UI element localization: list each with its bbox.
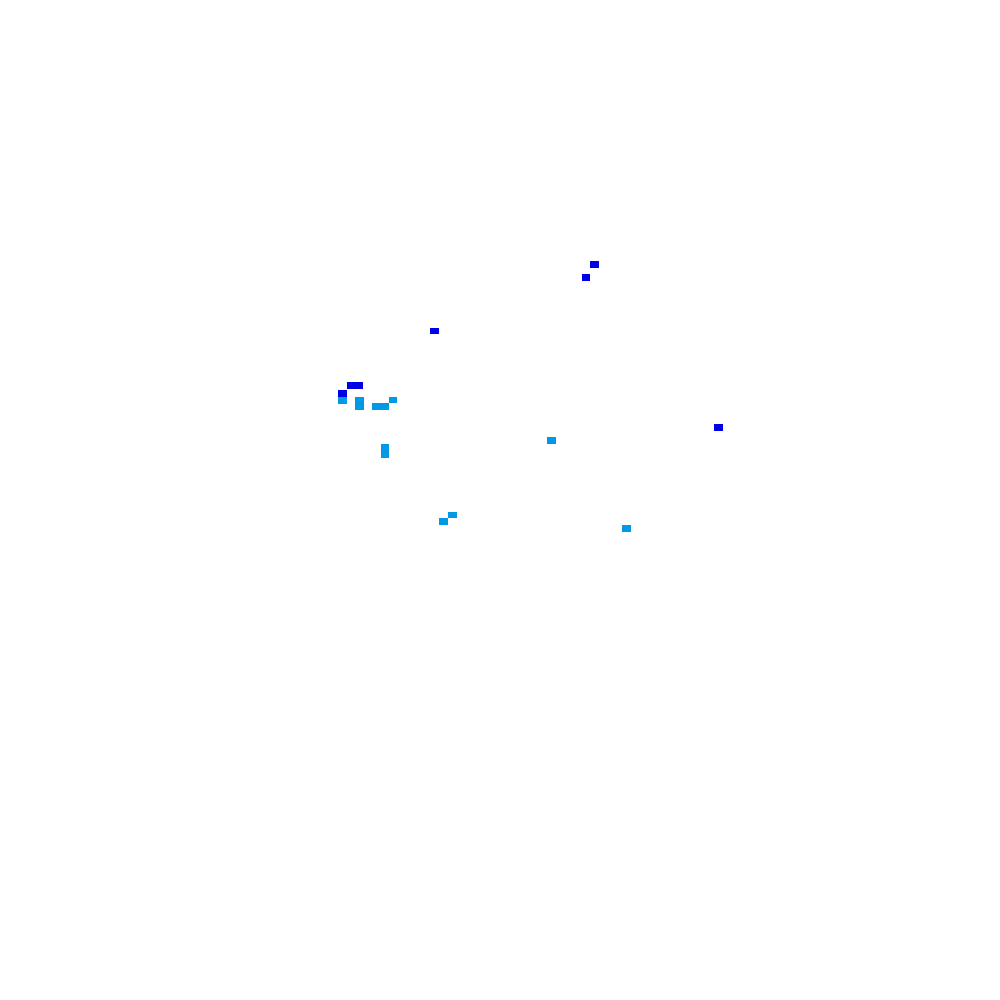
light-pixel bbox=[372, 403, 389, 410]
dark-pixel bbox=[347, 382, 363, 389]
light-pixel bbox=[622, 525, 631, 532]
dark-pixel bbox=[590, 261, 599, 268]
light-pixel bbox=[338, 397, 347, 404]
light-pixel bbox=[547, 437, 556, 444]
light-pixel bbox=[439, 518, 448, 525]
light-pixel bbox=[389, 397, 397, 403]
dark-pixel bbox=[430, 328, 439, 334]
light-pixel bbox=[381, 444, 389, 458]
light-pixel bbox=[448, 512, 457, 518]
light-pixel bbox=[355, 397, 364, 410]
dark-pixel bbox=[582, 274, 590, 281]
dark-pixel bbox=[714, 424, 723, 431]
dark-pixel bbox=[338, 390, 347, 397]
